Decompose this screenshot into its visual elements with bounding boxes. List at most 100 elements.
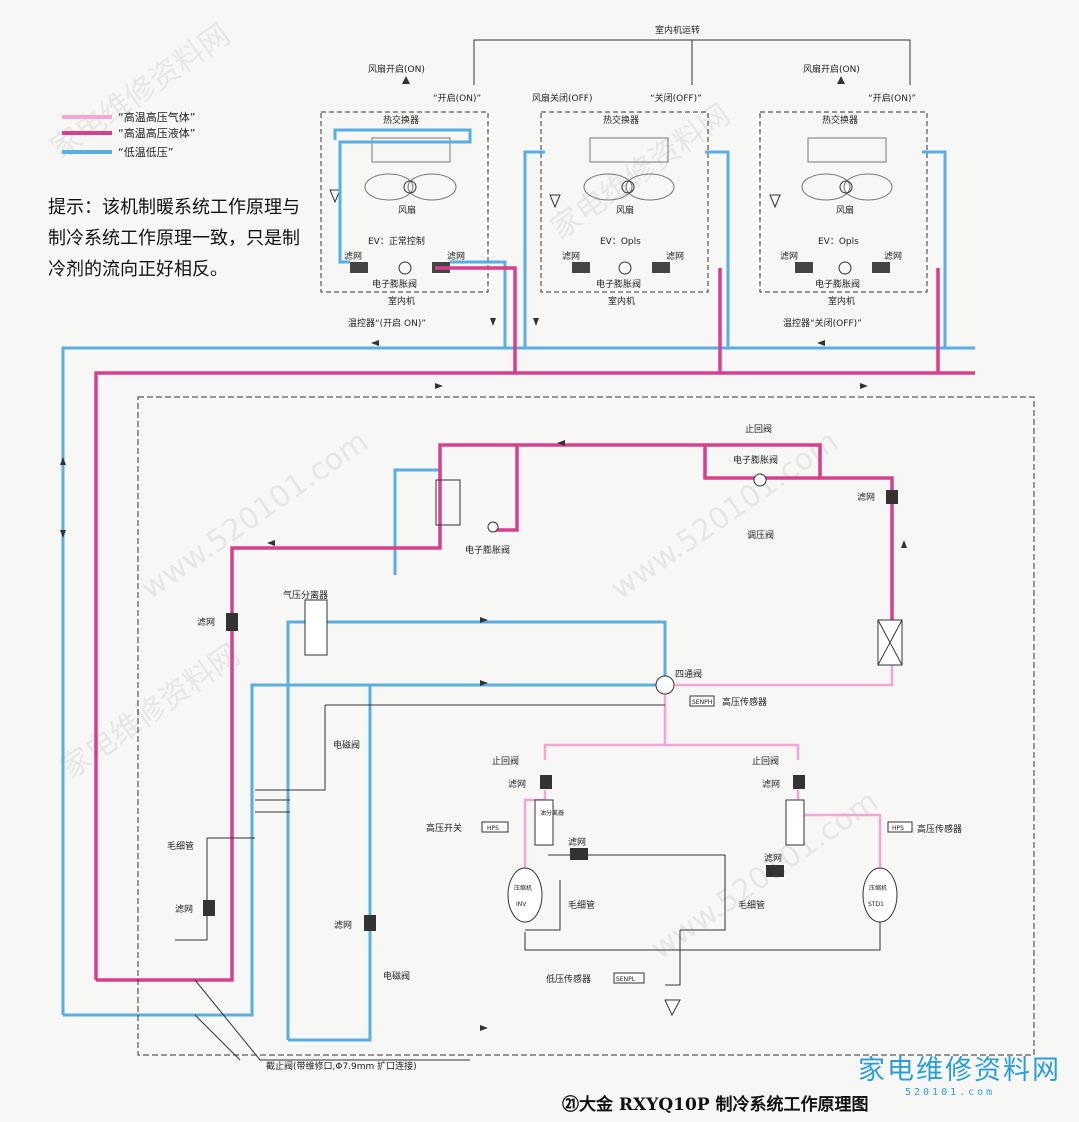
compressor-1-icon bbox=[507, 867, 543, 923]
filter-right-label: 滤网 bbox=[857, 491, 875, 503]
fan-state-3: 风扇开启(ON) bbox=[803, 63, 860, 75]
state-3: “开启(ON)” bbox=[868, 92, 916, 104]
filter-bl-label: 滤网 bbox=[175, 903, 193, 915]
oil-separator-2 bbox=[785, 799, 805, 846]
pipes-liquid bbox=[94, 266, 975, 982]
unit-name-1: 室内机 bbox=[388, 295, 415, 307]
four-way-label: 四通阀 bbox=[675, 669, 702, 680]
fan-2: 风扇 bbox=[616, 204, 634, 216]
hp-switch-label: 高压开关 bbox=[426, 822, 462, 834]
separator-label: 气压分离器 bbox=[283, 589, 328, 601]
senpl-tag: SENPL bbox=[616, 976, 636, 983]
filter-left-2: 滤网 bbox=[562, 250, 580, 262]
legend-label-low: “低温低压” bbox=[118, 146, 173, 159]
accumulator-icon bbox=[664, 999, 681, 1017]
check-valve-top-label: 止回阀 bbox=[745, 423, 772, 435]
fan-state-1: 风扇开启(ON) bbox=[368, 63, 425, 75]
filter-right-3: 滤网 bbox=[884, 250, 902, 262]
comp-1-tag: INV bbox=[516, 901, 527, 908]
four-way-valve-icon bbox=[655, 675, 675, 695]
capillary-m-label: 毛细管 bbox=[568, 899, 595, 911]
oil-separator-1 bbox=[534, 799, 554, 846]
fan-state-2: 风扇关闭(OFF) bbox=[532, 92, 592, 104]
brand-url: 520101.com bbox=[905, 1087, 996, 1098]
watermark-layer: 家电维修资料网 www.520101.com 家电维修资料网 www.52010… bbox=[45, 17, 885, 966]
filter-mid-r-label: 滤网 bbox=[764, 852, 782, 864]
hps-tag: HPS bbox=[487, 825, 499, 832]
note-text: 提示：该机制暖系统工作原理与制冷系统工作原理一致，只是制冷剂的流向正好相反。 bbox=[48, 197, 300, 280]
filter-left-1: 滤网 bbox=[344, 250, 362, 262]
valve-1: 电子膨胀阀 bbox=[372, 278, 417, 290]
legend-label-liquid: “高温高压液体” bbox=[118, 126, 195, 140]
heat-exchanger-sub bbox=[435, 479, 461, 526]
indoor-unit-1 bbox=[320, 111, 489, 293]
brand-logo: 家电维修资料网 bbox=[858, 1055, 1061, 1086]
watermark: www.520101.com bbox=[605, 424, 845, 607]
capillary-r-label: 毛细管 bbox=[738, 899, 765, 911]
stop-valve-label: 截止阀(带维修口,Φ7.9mm 扩口连接) bbox=[266, 1060, 417, 1072]
filter-left-label: 滤网 bbox=[197, 616, 215, 628]
watermark: 家电维修资料网 bbox=[55, 637, 247, 786]
low-sensor-label: 低压传感器 bbox=[546, 973, 591, 985]
valve-3: 电子膨胀阀 bbox=[815, 278, 860, 290]
outdoor-filters bbox=[203, 490, 898, 931]
high-sensor-label: 高压传感器 bbox=[722, 696, 767, 708]
figure-caption: ㉑大金 RXYQ10P 制冷系统工作原理图 bbox=[562, 1095, 869, 1115]
thermostat-3: 温控器“关闭(OFF)” bbox=[783, 317, 862, 329]
fan-3: 风扇 bbox=[836, 204, 854, 216]
compressor-2-icon bbox=[862, 867, 898, 923]
watermark: www.520101.com bbox=[135, 424, 375, 607]
comp-2-label: 压缩机 bbox=[869, 884, 887, 892]
legend-label-gas: “高温高压气体” bbox=[118, 110, 195, 124]
heat-exchanger-2: 热交换器 bbox=[603, 114, 639, 126]
indoor-labels: 风扇开启(ON) “开启(ON)” 热交换器 风扇 EV：正常控制 滤网 滤网 … bbox=[344, 63, 916, 329]
high-sensor-r-label: 高压传感器 bbox=[917, 823, 962, 835]
oil-sep-label: 油分离器 bbox=[540, 809, 564, 817]
capillary-l-label: 毛细管 bbox=[167, 840, 194, 852]
comp-1-label: 压缩机 bbox=[514, 884, 532, 892]
outdoor-unit-boundary bbox=[137, 396, 1035, 1056]
filter-mid-l-label: 滤网 bbox=[568, 836, 586, 848]
filter-left-3: 滤网 bbox=[780, 250, 798, 262]
gas-separator bbox=[304, 599, 328, 656]
pipes-low bbox=[61, 128, 975, 1042]
filter-r-label: 滤网 bbox=[762, 778, 780, 790]
valve-2: 电子膨胀阀 bbox=[596, 278, 641, 290]
unit-name-3: 室内机 bbox=[828, 295, 855, 307]
outdoor-components bbox=[304, 473, 913, 1017]
filter-bc-label: 滤网 bbox=[334, 919, 352, 931]
watermark: www.520101.com bbox=[645, 784, 885, 967]
indoor-unit-3 bbox=[759, 111, 928, 293]
watermark: 家电维修资料网 bbox=[45, 17, 237, 166]
exp-valve-mid-label: 电子膨胀阀 bbox=[465, 544, 510, 556]
ev-3: EV：Opls bbox=[818, 237, 859, 247]
filter-right-1: 滤网 bbox=[447, 250, 465, 262]
solenoid-2-label: 电磁阀 bbox=[383, 970, 410, 982]
pressure-reg-label: 调压阀 bbox=[747, 530, 774, 541]
ev-2: EV：Opls bbox=[600, 237, 641, 247]
hps-tag-r: HPS bbox=[892, 825, 904, 832]
fan-1: 风扇 bbox=[398, 204, 416, 216]
filter-right-2: 滤网 bbox=[666, 250, 684, 262]
pipes-thin bbox=[175, 704, 881, 1061]
indoor-unit-2 bbox=[540, 111, 709, 293]
heat-exchanger-1: 热交换器 bbox=[383, 114, 419, 126]
indoor-run-bracket bbox=[473, 39, 911, 85]
check-r-label: 止回阀 bbox=[752, 755, 779, 767]
heat-exchanger-3: 热交换器 bbox=[822, 114, 858, 126]
solenoid-1-label: 电磁阀 bbox=[333, 739, 360, 751]
flow-arrows bbox=[60, 76, 907, 1031]
senph-tag: SENPH bbox=[692, 699, 712, 706]
state-2: “关闭(OFF)” bbox=[650, 92, 702, 104]
legend: “高温高压气体” “高温高压液体” “低温低压” bbox=[62, 110, 195, 159]
outdoor-labels: 止回阀 电子膨胀阀 滤网 调压阀 电子膨胀阀 气压分离器 滤网 四通阀 SENP… bbox=[167, 423, 962, 1072]
check-l-label: 止回阀 bbox=[492, 755, 519, 767]
state-1: “开启(ON)” bbox=[433, 92, 481, 104]
exp-valve-top-label: 电子膨胀阀 bbox=[733, 454, 778, 466]
thermostat-1: 温控器“(开启 ON)” bbox=[348, 317, 426, 329]
unit-name-2: 室内机 bbox=[608, 295, 635, 307]
comp-2-tag: STD1 bbox=[868, 901, 884, 908]
ev-1: EV：正常控制 bbox=[368, 235, 425, 247]
